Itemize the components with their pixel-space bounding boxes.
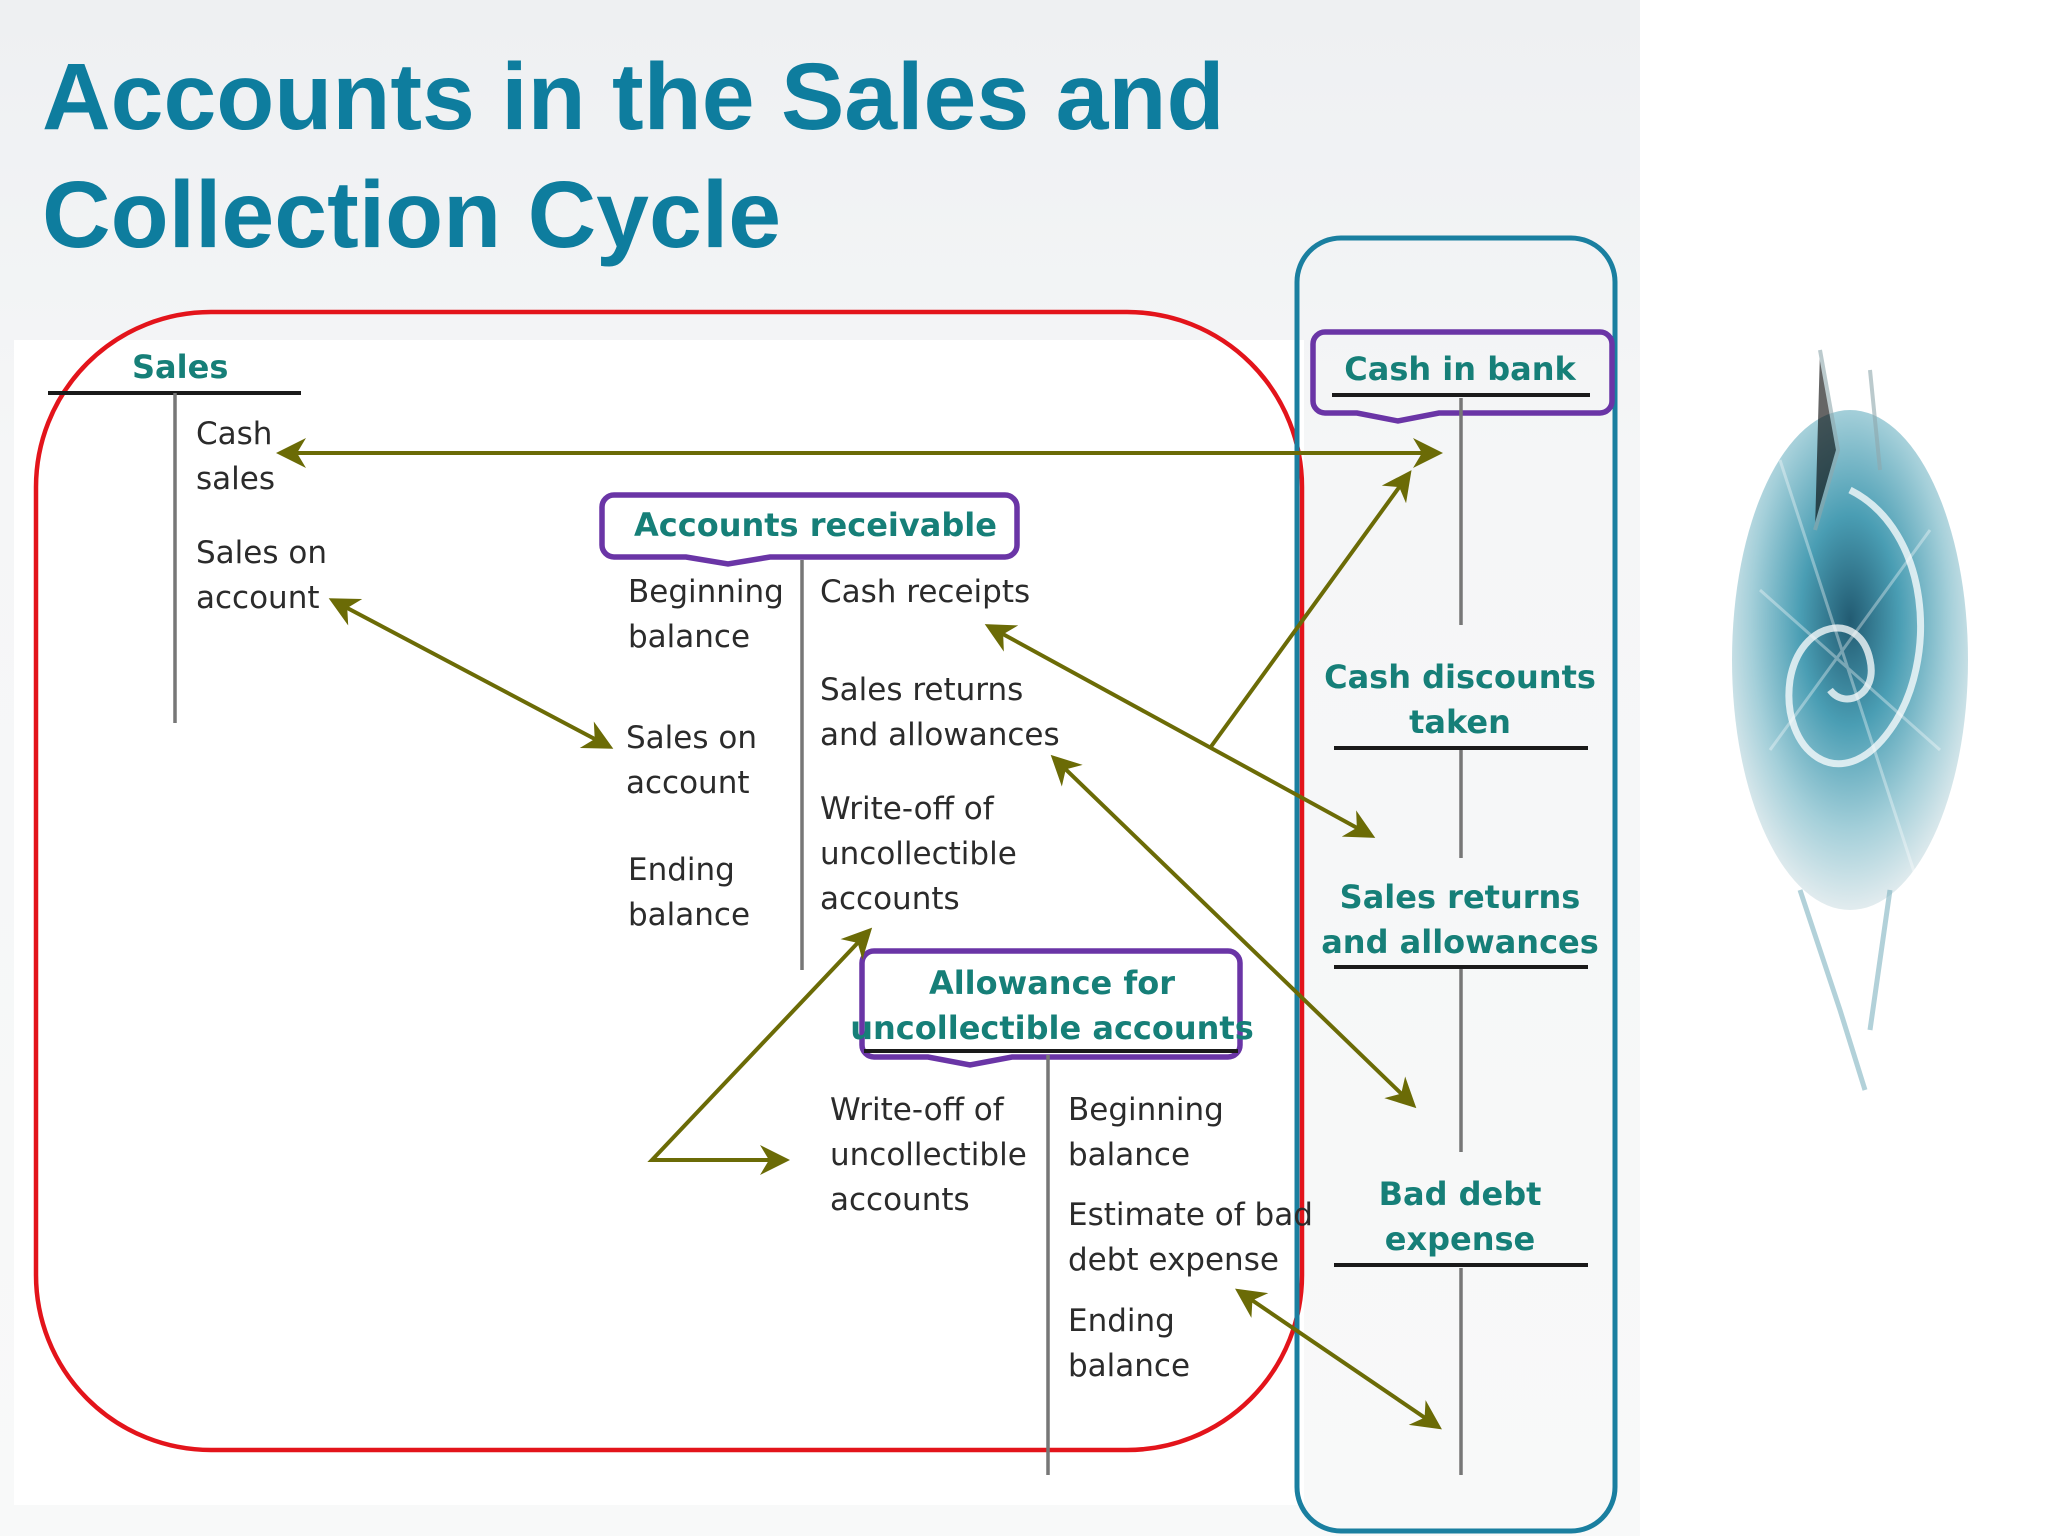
sales-credit-line: Sales on bbox=[196, 535, 327, 571]
sales-credit-line: Cash bbox=[196, 416, 272, 452]
cash-in-bank-callout bbox=[1310, 329, 1615, 424]
sales-title: Sales bbox=[132, 348, 228, 386]
allowance-debit-line: uncollectible bbox=[830, 1137, 1027, 1173]
accounts-receivable-callout bbox=[599, 492, 1020, 567]
flow-arrow-cash-receipts-to-cash bbox=[1208, 470, 1412, 750]
allowance-credit-line: Beginning bbox=[1068, 1092, 1224, 1128]
ar-credit-line: uncollectible bbox=[820, 836, 1017, 872]
allowance-title-line2: uncollectible accounts bbox=[850, 1009, 1254, 1047]
allowance-taccount: Allowance for uncollectible accounts Wri… bbox=[830, 948, 1313, 1475]
accounts-receivable-taccount: Accounts receivable Beginning balance Sa… bbox=[599, 492, 1060, 970]
allowance-title-line1: Allowance for bbox=[929, 964, 1175, 1002]
sales-credit-line: sales bbox=[196, 461, 275, 497]
sales-taccount: Sales Cash sales Sales on account bbox=[48, 348, 327, 723]
slide-title: Accounts in the Sales and Collection Cyc… bbox=[42, 44, 1225, 268]
accounts-receivable-title: Accounts receivable bbox=[634, 506, 997, 544]
allowance-credit-line: debt expense bbox=[1068, 1242, 1279, 1278]
cash-discounts-title-line2: taken bbox=[1409, 703, 1511, 741]
allowance-debit-line: Write-off of bbox=[830, 1092, 1005, 1128]
decorative-shell-image bbox=[1732, 349, 1968, 1091]
cash-discounts-title-line1: Cash discounts bbox=[1324, 658, 1596, 696]
cash-in-bank-taccount: Cash in bank bbox=[1310, 329, 1615, 625]
ar-credit-line: Sales returns bbox=[820, 672, 1023, 708]
allowance-credit-line: balance bbox=[1068, 1348, 1190, 1384]
allowance-debit-line: accounts bbox=[830, 1182, 970, 1218]
allowance-credit-line: Estimate of bad bbox=[1068, 1197, 1313, 1233]
sales-returns-taccount: Sales returns and allowances bbox=[1321, 878, 1599, 1152]
ar-debit-line: Sales on bbox=[626, 720, 757, 756]
bad-debt-taccount: Bad debt expense bbox=[1334, 1175, 1588, 1475]
sales-credit-line: account bbox=[196, 580, 320, 616]
bad-debt-title-line1: Bad debt bbox=[1379, 1175, 1542, 1213]
ar-credit-line: Cash receipts bbox=[820, 574, 1030, 610]
allowance-credit-line: balance bbox=[1068, 1137, 1190, 1173]
flow-arrow-sales-on-account bbox=[328, 598, 614, 749]
cash-discounts-taccount: Cash discounts taken bbox=[1324, 658, 1596, 858]
ar-credit-line: accounts bbox=[820, 881, 960, 917]
flow-arrow-returns-to-sales-returns bbox=[1050, 754, 1417, 1109]
bad-debt-title-line2: expense bbox=[1385, 1220, 1535, 1258]
flow-arrow-estimate-to-bad-debt bbox=[1235, 1288, 1442, 1430]
ar-debit-line: Ending bbox=[628, 852, 735, 888]
ar-debit-line: balance bbox=[628, 897, 750, 933]
ar-credit-line: Write-off of bbox=[820, 791, 995, 827]
sales-returns-title-line2: and allowances bbox=[1321, 923, 1599, 961]
sales-returns-title-line1: Sales returns bbox=[1340, 878, 1581, 916]
ar-credit-line: and allowances bbox=[820, 717, 1060, 753]
flow-arrow-writeoff bbox=[647, 927, 873, 1175]
cash-in-bank-title: Cash in bank bbox=[1344, 350, 1576, 388]
ar-debit-line: Beginning bbox=[628, 574, 784, 610]
allowance-credit-line: Ending bbox=[1068, 1303, 1175, 1339]
ar-debit-line: account bbox=[626, 765, 750, 801]
ar-debit-line: balance bbox=[628, 619, 750, 655]
